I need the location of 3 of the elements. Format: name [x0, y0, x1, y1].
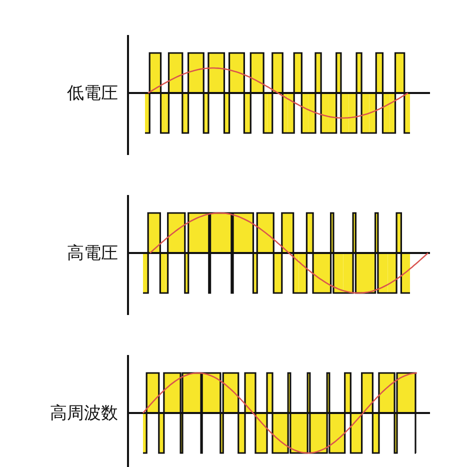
waveform-label: 高電圧 [67, 242, 118, 264]
waveform-label: 低電圧 [67, 82, 118, 104]
waveform-label: 高周波数 [50, 402, 118, 424]
